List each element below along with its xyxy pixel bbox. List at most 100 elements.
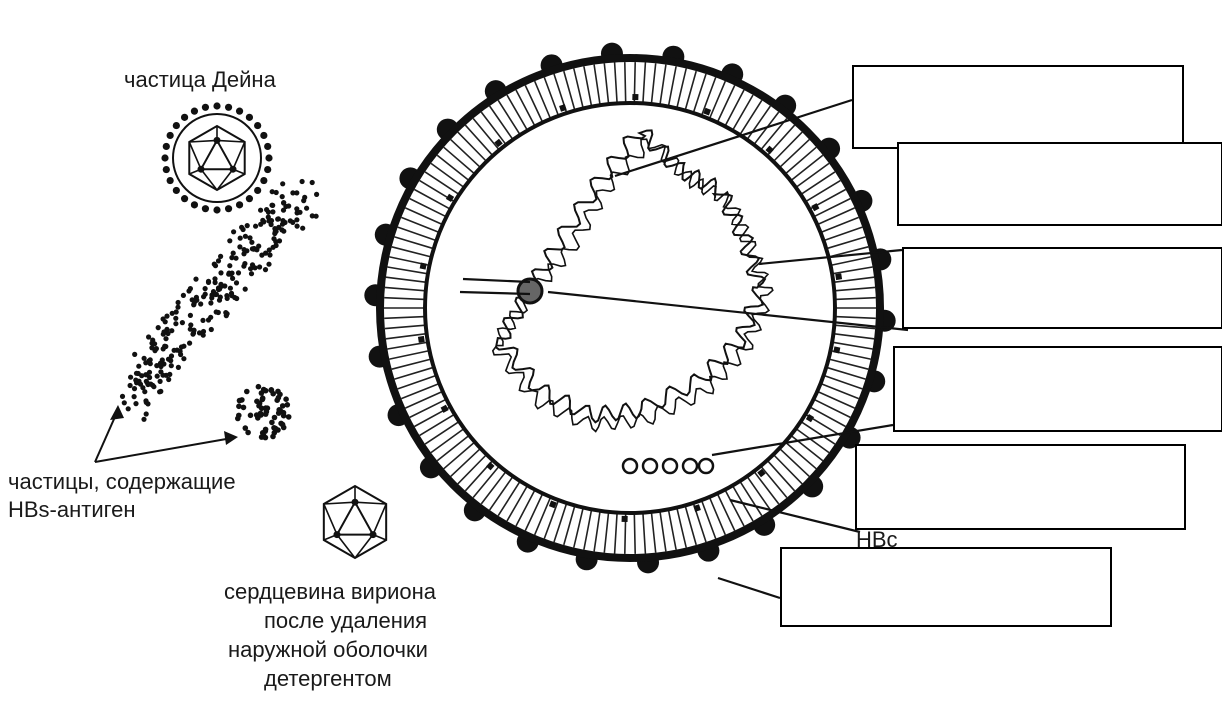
label-hbs-particles-line1: частицы, содержащие (8, 468, 236, 495)
dane-particle-dot (260, 132, 267, 139)
dane-particle-dot (163, 166, 170, 173)
hbs-filament-dot (128, 375, 133, 380)
hbs-sphere-dot (239, 397, 245, 403)
hbs-filament-dot (186, 288, 191, 293)
hbs-filament-dot (310, 213, 315, 218)
answer-box-6[interactable] (780, 547, 1112, 627)
hbs-filament-dot (147, 370, 152, 375)
envelope-mark (420, 263, 427, 270)
core-capsid (425, 103, 835, 513)
arrow-to-sphere (95, 438, 232, 462)
hbs-filament-dot (280, 194, 285, 199)
hbs-filament-dot (300, 179, 305, 184)
hbs-filament-dot (257, 264, 262, 269)
naked-core-vertex (334, 531, 341, 538)
hbs-filament-dot (170, 311, 175, 316)
hbs-filament-dot (229, 271, 234, 276)
leader-line (718, 578, 780, 598)
hbs-filament-dot (148, 357, 153, 362)
hbs-filament-dot (281, 200, 286, 205)
hbs-filament-dot (216, 258, 221, 263)
hbs-filament-dot (206, 317, 211, 322)
hbs-filament-dot (188, 313, 193, 318)
hbs-sphere-dot (261, 433, 267, 439)
hbs-filament-dot (142, 356, 147, 361)
hbs-sphere-dot (286, 414, 292, 420)
hbs-filament-dot (178, 352, 183, 357)
answer-box-1[interactable] (852, 65, 1184, 149)
protein-bead (699, 459, 713, 473)
answer-box-2[interactable] (897, 142, 1222, 226)
hbs-filament-dot (238, 236, 243, 241)
hbs-filament-dot (156, 325, 161, 330)
dane-particle-dot (213, 102, 220, 109)
hbs-filament-dot (249, 271, 254, 276)
hbs-filament-dot (270, 203, 275, 208)
hbs-filament-dot (242, 261, 247, 266)
naked-core-vertex (370, 531, 377, 538)
answer-box-3[interactable] (902, 247, 1222, 329)
hbs-filament-dot (136, 371, 141, 376)
hbs-filament-dot (227, 238, 232, 243)
hbs-sphere-dot (258, 411, 264, 417)
hbs-filament-dot (270, 209, 275, 214)
hbs-filament-dot (242, 247, 247, 252)
hbs-filament-dot (279, 227, 284, 232)
hbs-filament-dot (181, 293, 186, 298)
dane-particle-core-vertex (230, 166, 237, 173)
hbs-filament-dot (203, 286, 208, 291)
hbs-filament-dot (120, 394, 125, 399)
hbs-filament-dot (158, 389, 163, 394)
hbs-filament-dot (144, 400, 149, 405)
label-dane-particle: частица Дейна (124, 66, 276, 93)
dane-particle-dot (202, 104, 209, 111)
dane-particle-dot (173, 187, 180, 194)
hbs-sphere-dot (274, 397, 280, 403)
hbs-filament-dot (194, 298, 199, 303)
envelope-mark (418, 336, 425, 343)
label-core-line2: после удаления (264, 607, 427, 634)
hbs-filament-dot (245, 223, 250, 228)
hbs-filament-dot (225, 311, 230, 316)
dane-particle-dot (191, 201, 198, 208)
hbs-filament-dot (181, 356, 186, 361)
dane-particle-dot (225, 104, 232, 111)
dane-particle-core-edges (189, 126, 244, 190)
hbs-filament-dot (216, 310, 221, 315)
hbs-filament-dot (158, 379, 163, 384)
hbs-sphere-dot (278, 408, 284, 414)
hbs-filament-dot (275, 217, 280, 222)
dane-particle-dot (254, 187, 261, 194)
hbs-filament-dot (198, 301, 203, 306)
hbs-filament-dot (218, 270, 223, 275)
dane-particle-dot (236, 201, 243, 208)
envelope-mark (622, 516, 628, 522)
hbs-sphere-dot (269, 388, 275, 394)
hbs-filament-dot (264, 207, 269, 212)
dane-particle-dot (202, 205, 209, 212)
hbs-sphere-dot (261, 387, 267, 393)
hbs-filament-dot (273, 239, 278, 244)
hbs-filament-dot (132, 394, 137, 399)
naked-core-inner (337, 502, 373, 534)
hbs-filament-dot (148, 382, 153, 387)
answer-box-5[interactable] (855, 444, 1186, 530)
hbs-filament-dot (266, 262, 271, 267)
hbs-filament-dot (176, 300, 181, 305)
hbs-filament-dot (213, 280, 218, 285)
hbs-filament-dot (222, 283, 227, 288)
hbs-filament-dot (152, 341, 157, 346)
dane-particle-dot (264, 143, 271, 150)
envelope-mark (833, 346, 840, 353)
hbs-filament-dot (247, 235, 252, 240)
hbs-sphere-dot (283, 396, 289, 402)
hbs-filament-dot (302, 195, 307, 200)
hbs-filament-dot (286, 203, 291, 208)
hbs-filament-dot (209, 295, 214, 300)
dane-particle-dot (260, 177, 267, 184)
arrow-head (224, 431, 238, 445)
answer-box-4[interactable] (893, 346, 1222, 432)
hbs-sphere-dot (260, 397, 266, 403)
hbs-filament-dot (172, 348, 177, 353)
hbs-filament-dot (206, 279, 211, 284)
